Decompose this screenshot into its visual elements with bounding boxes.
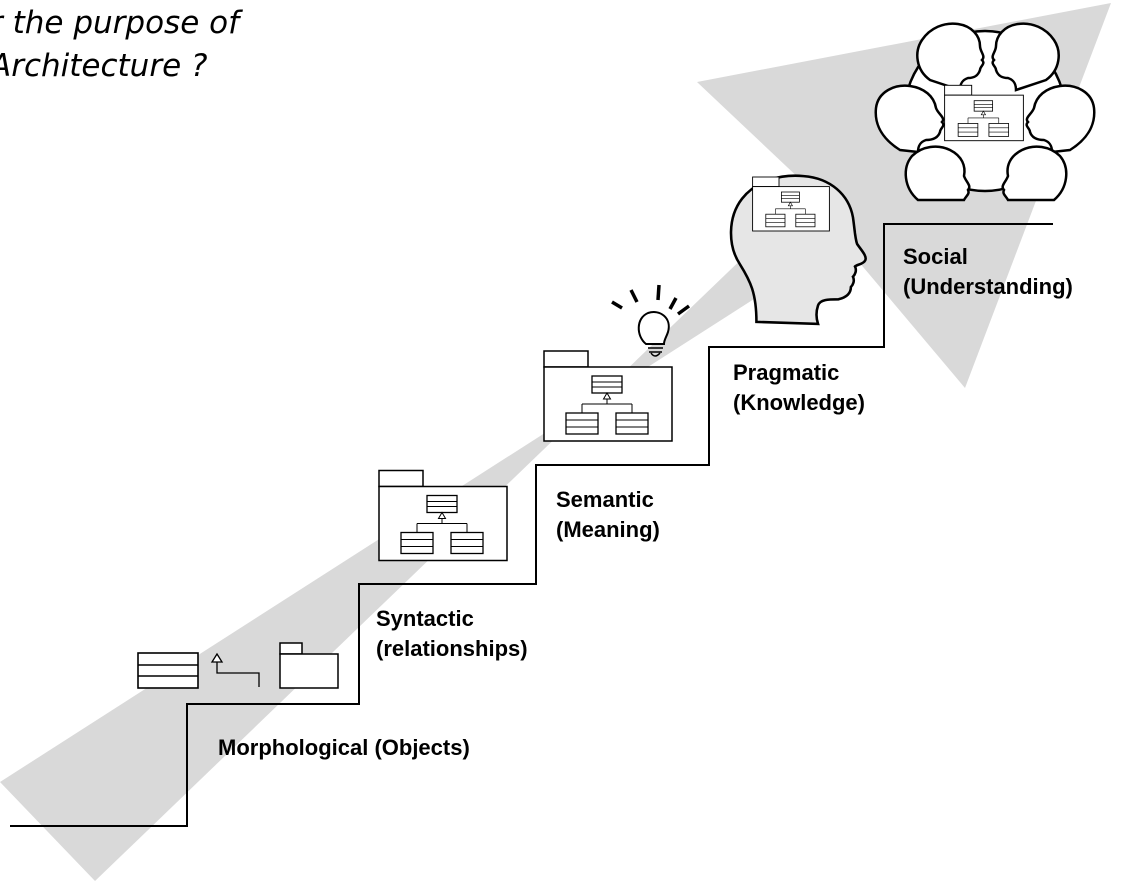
- title-line-2: Architecture ?: [0, 48, 208, 84]
- uml-class-icon: [137, 652, 199, 689]
- step-semantic-line1: Semantic: [556, 487, 654, 512]
- step-pragmatic-line2: (Knowledge): [733, 390, 865, 415]
- uml-folder-icon: [279, 642, 339, 689]
- group-of-heads-icon: [874, 22, 1096, 202]
- step-syntactic-line1: Syntactic: [376, 606, 474, 631]
- step-social-line2: (Understanding): [903, 274, 1073, 299]
- generalization-arrow-icon: [210, 652, 260, 687]
- title-line-1: r the purpose of: [0, 5, 239, 41]
- step-social-line1: Social: [903, 244, 968, 269]
- step-label-pragmatic: Pragmatic (Knowledge): [733, 358, 865, 418]
- semantic-package-icon: [543, 350, 673, 442]
- step-label-morphological: Morphological (Objects): [218, 733, 470, 763]
- step-pragmatic-line1: Pragmatic: [733, 360, 840, 385]
- step-morphological-line1: Morphological (Objects): [218, 735, 470, 760]
- step-label-syntactic: Syntactic (relationships): [376, 604, 528, 664]
- light-bulb-icon: [611, 284, 691, 357]
- progress-arrow: [0, 3, 1111, 881]
- step-label-social: Social (Understanding): [903, 242, 1073, 302]
- step-label-semantic: Semantic (Meaning): [556, 485, 660, 545]
- staircase-line: [10, 223, 1053, 827]
- step-semantic-line2: (Meaning): [556, 517, 660, 542]
- step-syntactic-line2: (relationships): [376, 636, 528, 661]
